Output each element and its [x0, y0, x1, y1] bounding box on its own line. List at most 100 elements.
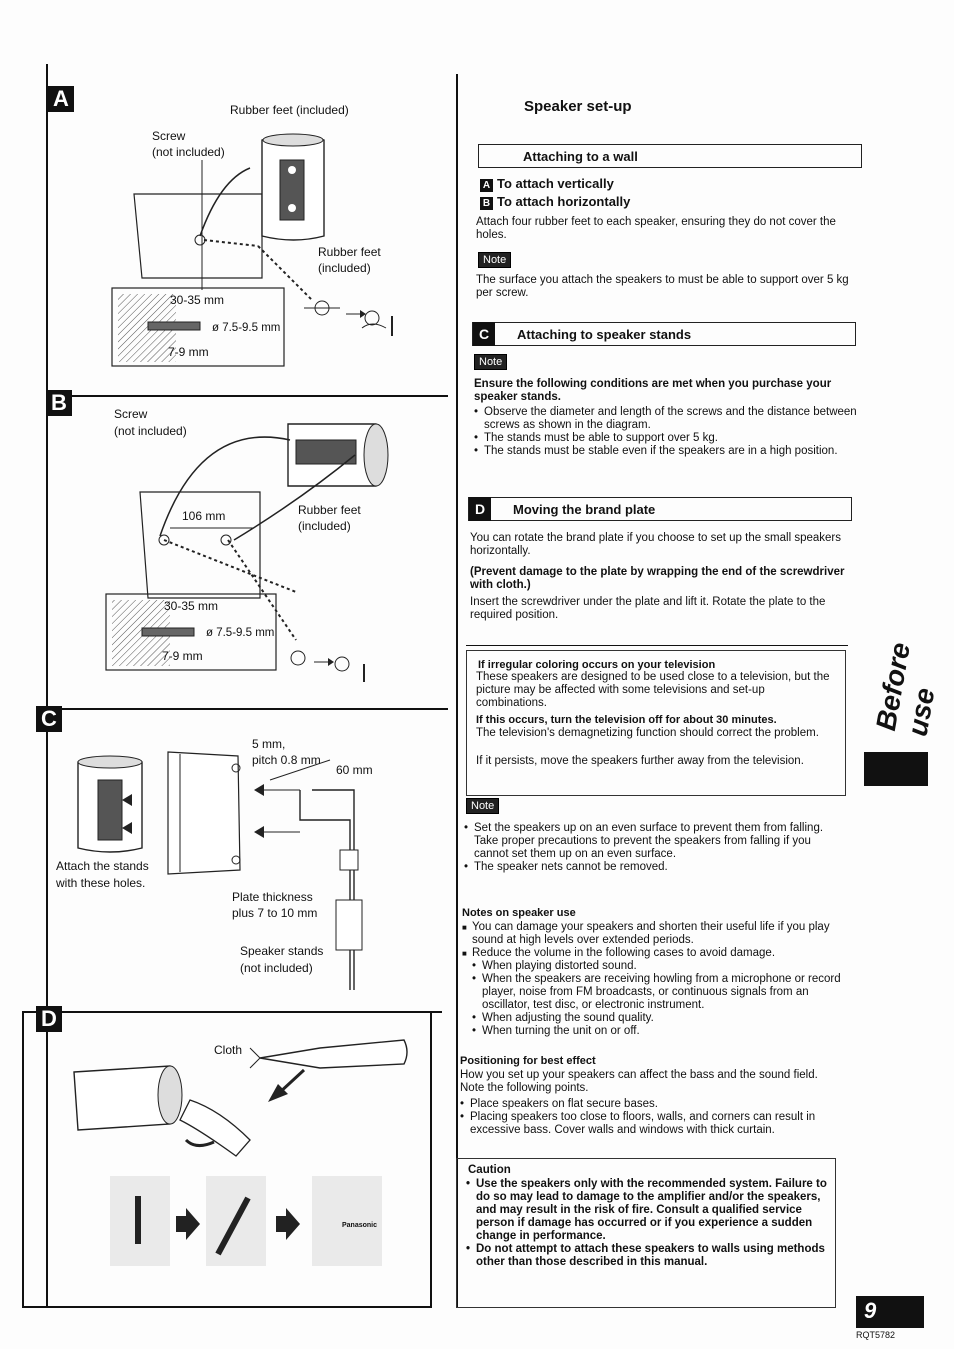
panel-b-depth-dim: 30-35 mm	[164, 599, 219, 613]
horizontal-label: To attach horizontally	[497, 194, 631, 209]
panel-c-stands-2: (not included)	[240, 961, 313, 975]
panel-a-diameter-dim: ø 7.5-9.5 mm	[212, 322, 281, 334]
panel-bottom	[22, 1306, 432, 1308]
panel-b-rubber-feet: Rubber feet	[298, 503, 361, 517]
stands-bullet-2: The stands must be able to support over …	[474, 432, 858, 445]
panel-d-right	[430, 1011, 432, 1307]
panel-b-rubber-feet-sub: (included)	[298, 519, 351, 533]
panel-d-label: D	[36, 1006, 62, 1032]
panel-c-attach-1: Attach the stands	[56, 859, 149, 873]
caution-title: Caution	[468, 1164, 511, 1176]
note-badge-3: Note	[466, 798, 500, 814]
stands-bullet-3: The stands must be stable even if the sp…	[474, 445, 858, 458]
panel-a-rubber-feet-side-sub: (included)	[318, 261, 371, 275]
stands-header-label: Attaching to speaker stands	[517, 327, 692, 342]
panel-d-brand-plate: Panasonic	[342, 1222, 378, 1229]
horizontal-heading: B To attach horizontally	[480, 194, 630, 210]
panel-a-rubber-feet-label: Rubber feet (included)	[230, 103, 349, 117]
note-badge-2: Note	[474, 354, 508, 370]
positioning-bullet-1: Place speakers on flat secure bases.	[460, 1098, 844, 1111]
notes-list: You can damage your speakers and shorten…	[462, 921, 846, 1038]
panel-divider-cd	[22, 1011, 442, 1013]
feet-text: Attach four rubber feet to each speaker,…	[476, 216, 836, 241]
panel-b-screw-label: Screw	[114, 407, 148, 421]
caution-box	[456, 1158, 836, 1308]
stands-header: C Attaching to speaker stands	[472, 322, 856, 346]
positioning-bullet-2: Placing speakers too close to floors, wa…	[460, 1111, 844, 1137]
panel-a-head-dim: 7-9 mm	[168, 345, 209, 359]
positioning-text: How you set up your speakers can affect …	[460, 1069, 818, 1094]
panel-c-stands-1: Speaker stands	[240, 944, 324, 958]
panel-b-diameter-dim: ø 7.5-9.5 mm	[206, 627, 275, 639]
panel-b-spacing-dim: 106 mm	[182, 509, 226, 523]
caution-list: Use the speakers only with the recommend…	[466, 1178, 828, 1269]
note-bullet-1: Set the speakers up on an even surface t…	[464, 822, 848, 861]
side-tab-block	[864, 752, 928, 786]
panel-b-screw-sub: (not included)	[114, 424, 187, 438]
surface-text: The surface you attach the speakers to m…	[476, 274, 849, 299]
notes-item-1: You can damage your speakers and shorten…	[462, 921, 846, 947]
notes-sub-1: When playing distorted sound.	[462, 960, 846, 973]
panel-c-pitch: pitch 0.8 mm	[252, 753, 321, 767]
brand-text-2: Insert the screwdriver under the plate a…	[470, 596, 826, 621]
brand-bold: (Prevent damage to the plate by wrapping…	[470, 566, 845, 591]
stands-bold: Ensure the following conditions are met …	[474, 378, 832, 403]
notes-item-2: Reduce the volume in the following cases…	[462, 947, 846, 960]
brand-icon: D	[469, 497, 491, 521]
page-number: 9	[856, 1296, 924, 1328]
panel-a-screw-label: Screw	[152, 129, 186, 143]
tv-divider	[466, 645, 848, 646]
caution-bullet-1: Use the speakers only with the recommend…	[466, 1178, 828, 1243]
notes-sub-4: When turning the unit on or off.	[462, 1025, 846, 1038]
notes-sub-2: When the speakers are receiving howling …	[462, 973, 846, 1012]
tv-text: These speakers are designed to be used c…	[476, 671, 830, 709]
tv-bold: If this occurs, turn the television off …	[476, 714, 777, 726]
tv-box	[466, 650, 846, 796]
panel-divider-ab	[46, 395, 448, 397]
note-bullet-2: The speaker nets cannot be removed.	[464, 861, 848, 874]
center-divider	[456, 74, 458, 1308]
panel-a-rubber-feet-side: Rubber feet	[318, 245, 381, 259]
tv-text-2: The television's demagnetizing function …	[476, 727, 819, 739]
panel-a-screw-sub: (not included)	[152, 145, 225, 159]
wall-header-label: Attaching to a wall	[523, 149, 638, 164]
note-badge-1: Note	[478, 252, 512, 268]
vertical-heading: A To attach vertically	[480, 176, 614, 192]
panel-a-label: A	[48, 86, 74, 112]
panel-d-left	[22, 1011, 24, 1307]
panel-divider-bc	[46, 708, 448, 710]
positioning-title: Positioning for best effect	[460, 1055, 596, 1067]
brand-header: D Moving the brand plate	[468, 497, 852, 521]
section-title: Speaker set-up	[524, 98, 632, 115]
panel-c-label: C	[36, 706, 62, 732]
stands-list: Observe the diameter and length of the s…	[474, 406, 858, 458]
brand-text: You can rotate the brand plate if you ch…	[470, 532, 842, 557]
panel-a-depth-dim: 30-35 mm	[170, 293, 225, 307]
tv-title: If irregular coloring occurs on your tel…	[478, 659, 716, 671]
vertical-icon: A	[480, 179, 493, 192]
note-list: Set the speakers up on an even surface t…	[464, 822, 848, 874]
left-column-border	[46, 64, 48, 1308]
tv-text-3: If it persists, move the speakers furthe…	[476, 755, 804, 767]
positioning-list: Place speakers on flat secure bases. Pla…	[460, 1098, 844, 1137]
panel-c-screw-dim: 5 mm,	[252, 737, 286, 751]
caution-bullet-2: Do not attempt to attach these speakers …	[466, 1243, 828, 1269]
wall-header: Attaching to a wall	[478, 144, 862, 168]
panel-c-length: 60 mm	[336, 763, 373, 777]
notes-sub-3: When adjusting the sound quality.	[462, 1012, 846, 1025]
vertical-label: To attach vertically	[497, 176, 614, 191]
notes-title: Notes on speaker use	[462, 907, 576, 919]
panel-d-cloth: Cloth	[214, 1043, 243, 1057]
panel-c-attach-2: with these holes.	[56, 876, 146, 890]
brand-header-label: Moving the brand plate	[513, 502, 656, 517]
panel-c-plate-1: Plate thickness	[232, 890, 313, 904]
doc-code: RQT5782	[856, 1330, 896, 1340]
stands-bullet-1: Observe the diameter and length of the s…	[474, 406, 858, 432]
horizontal-icon: B	[480, 197, 493, 210]
panel-b-label: B	[46, 390, 72, 416]
panel-b-head-dim: 7-9 mm	[162, 649, 203, 663]
page-number-text: 9	[864, 1298, 877, 1323]
